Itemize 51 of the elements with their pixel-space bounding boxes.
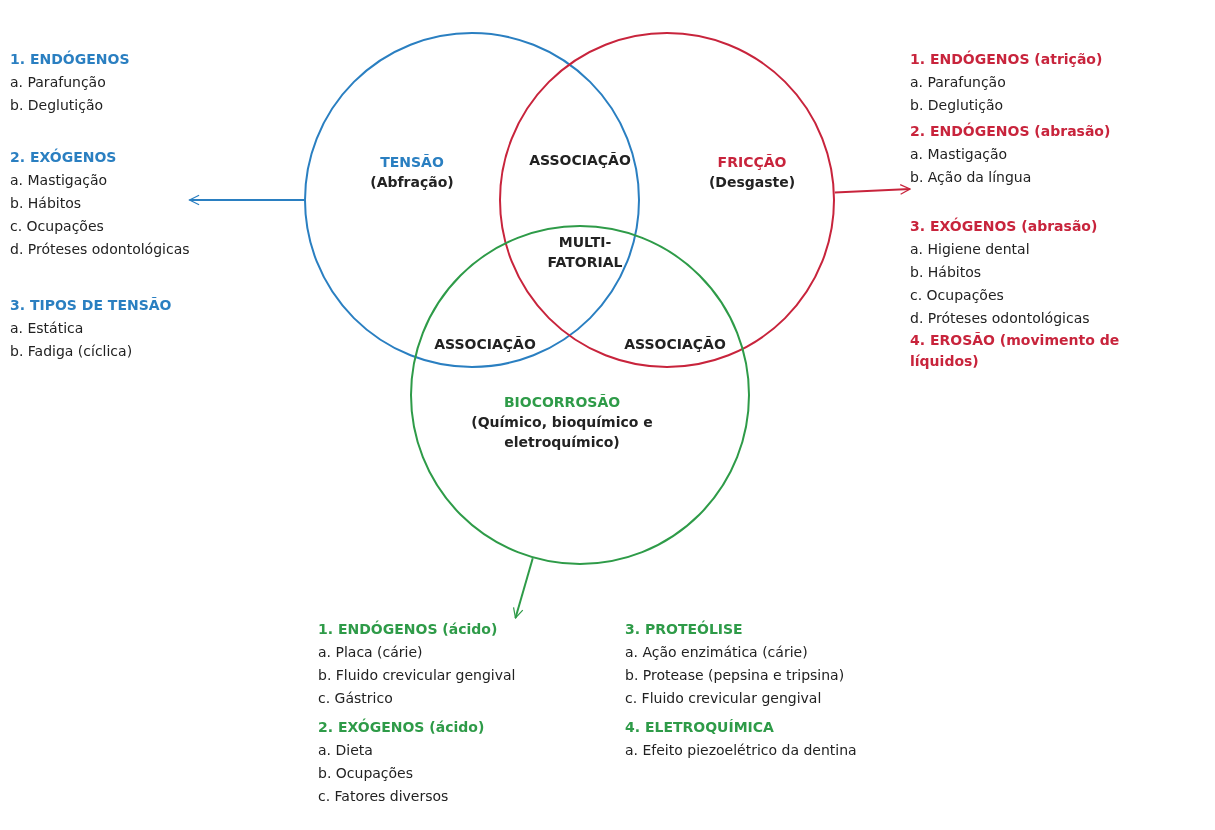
list-item: a. Placa (cárie): [318, 643, 424, 662]
list-heading: 3. TIPOS DE TENSÃO: [10, 296, 172, 315]
list-heading: 2. ENDÓGENOS (abrasão): [910, 121, 1111, 141]
list-item: c. Fatores diversos: [318, 787, 450, 806]
circle-subtitle: (Químico, bioquímico e eletroquímico): [470, 413, 654, 452]
list-item: b. Deglutição: [910, 96, 1005, 115]
list-item: b. Protease (pepsina e tripsina): [625, 666, 845, 685]
overlap-label: MULTI-FATORIAL: [547, 234, 623, 270]
list-item: b. Hábitos: [910, 263, 983, 282]
list-item: c. Fluido crevicular gengival: [625, 689, 823, 708]
circle-title: FRICÇÃO: [716, 153, 788, 172]
list-item: b. Deglutição: [10, 96, 105, 115]
circle-subtitle: (Desgaste): [707, 173, 797, 192]
overlap-label: ASSOCIAÇÃO: [529, 152, 631, 168]
list-heading: 4. ELETROQUÍMICA: [625, 718, 775, 737]
list-heading: 3. PROTEÓLISE: [625, 619, 744, 639]
list-item: a. Dieta: [318, 741, 374, 760]
circle-title: TENSÃO: [379, 153, 445, 172]
list-item: c. Gástrico: [318, 689, 394, 708]
list-item: a. Efeito piezoelétrico da dentina: [625, 741, 857, 760]
list-item: b. Hábitos: [10, 194, 83, 213]
list-heading: 2. EXÓGENOS: [10, 147, 118, 167]
list-item: b. Ação da língua: [910, 168, 1033, 187]
circle-subtitle: (Abfração): [369, 173, 455, 192]
circle-title: BIOCORROSÃO: [502, 393, 622, 412]
list-item: a. Parafunção: [910, 73, 1007, 92]
list-item: a. Ação enzimática (cárie): [625, 643, 809, 662]
list-heading: 1. ENDÓGENOS: [10, 49, 130, 69]
list-item: c. Ocupações: [10, 217, 105, 236]
list-item: d. Próteses odontológicas: [10, 240, 190, 259]
list-item: d. Próteses odontológicas: [910, 309, 1091, 328]
overlap-label: ASSOCIAÇÃO: [434, 336, 536, 352]
overlap-label: ASSOCIAÇÃO: [624, 336, 726, 352]
arrow: [512, 557, 534, 619]
arrow: [188, 194, 305, 206]
list-heading: 4. EROSÃO (movimento de líquidos): [910, 331, 1120, 371]
list-item: a. Higiene dental: [910, 240, 1031, 259]
list-item: a. Mastigação: [910, 145, 1009, 164]
list-item: c. Ocupações: [910, 286, 1005, 305]
list-heading: 1. ENDÓGENOS (atrição): [910, 49, 1103, 69]
venn-circle: [410, 225, 750, 565]
arrow: [833, 184, 911, 195]
list-item: a. Mastigação: [10, 171, 109, 190]
list-item: b. Ocupações: [318, 764, 414, 783]
list-heading: 1. ENDÓGENOS (ácido): [318, 619, 499, 639]
list-item: a. Parafunção: [10, 73, 107, 92]
list-item: a. Estática: [10, 319, 85, 338]
list-heading: 3. EXÓGENOS (abrasão): [910, 216, 1098, 236]
list-heading: 2. EXÓGENOS (ácido): [318, 717, 485, 737]
list-item: b. Fluido crevicular gengival: [318, 666, 517, 685]
list-item: b. Fadiga (cíclica): [10, 342, 134, 361]
